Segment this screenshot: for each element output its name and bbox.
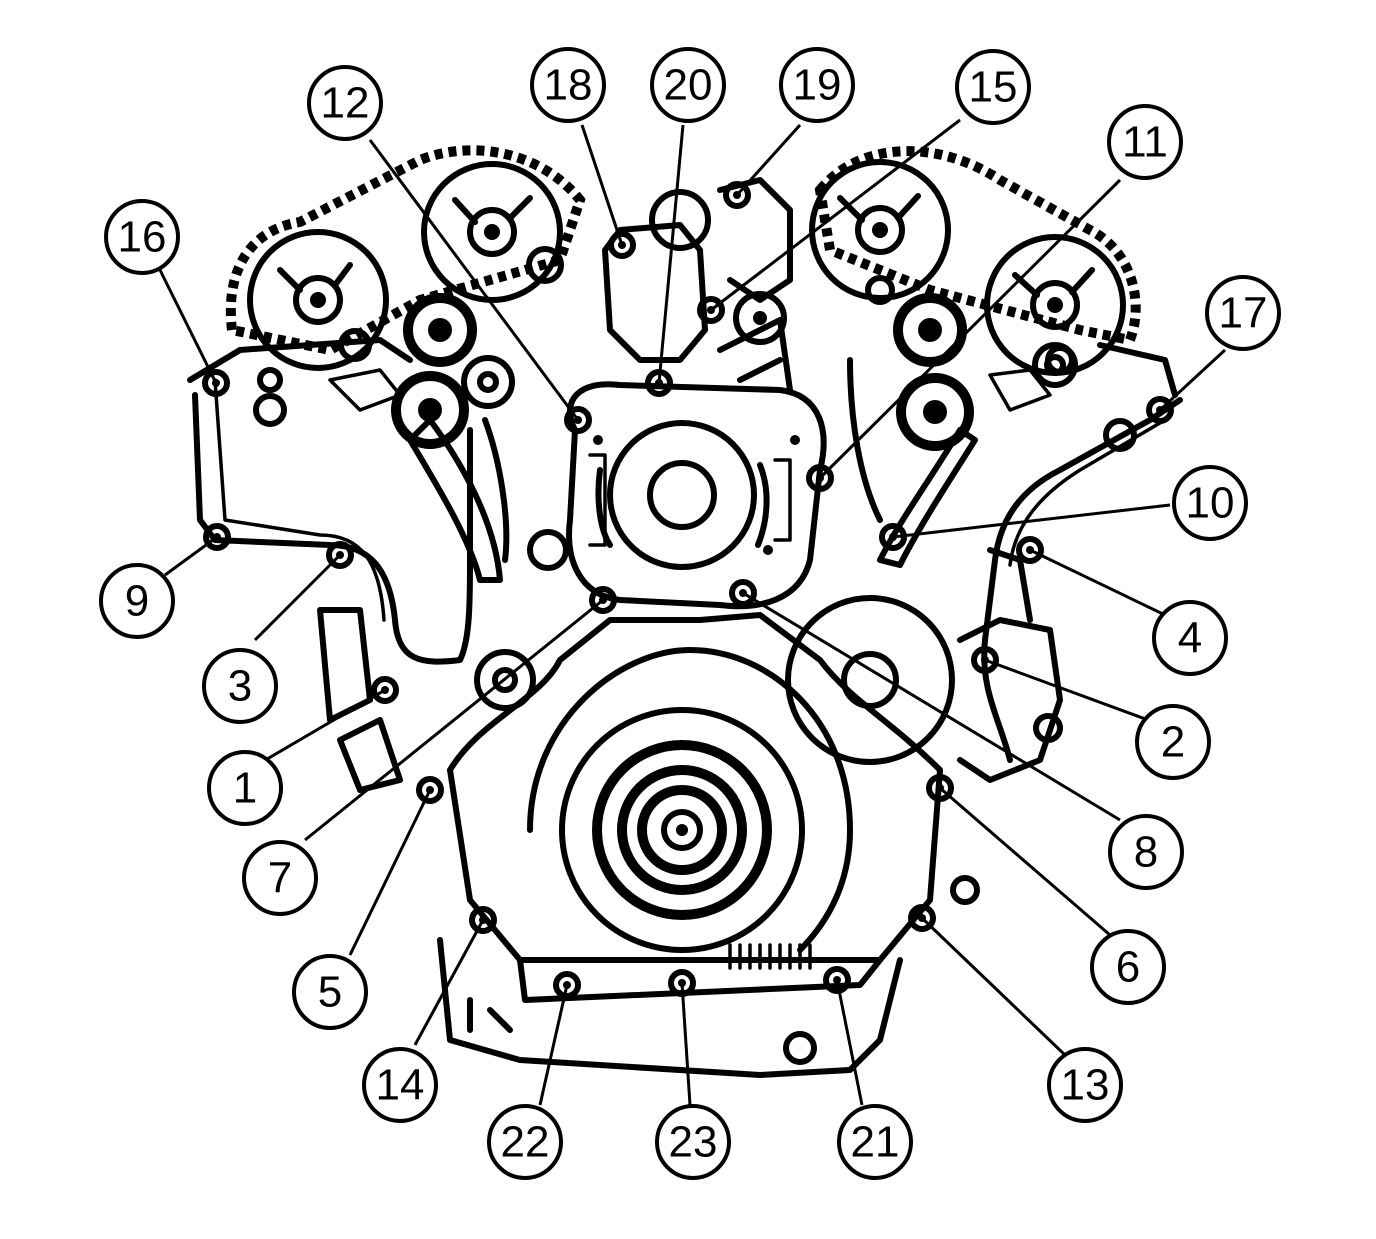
right-idler-lower [896,373,974,451]
right-cam-sprocket-inner [809,159,951,301]
callout-2-label: 2 [1161,718,1185,767]
callouts: 1 2 3 4 5 6 7 8 [99,47,1281,1180]
callout-17-label: 17 [1219,289,1268,338]
callout-21-label: 21 [851,1118,900,1167]
callout-8-label: 8 [1134,828,1158,877]
callout-10: 10 [1172,465,1248,541]
right-cam-sprocket-outer [984,234,1126,376]
callout-15-label: 15 [969,63,1018,112]
right-lower-pulley [785,595,955,765]
callout-5: 5 [292,954,368,1030]
callout-12: 12 [307,65,383,141]
callout-7: 7 [242,840,318,916]
callout-20: 20 [650,47,726,123]
oil-pan-rail [437,937,903,1078]
callout-7-label: 7 [268,854,292,903]
bolt-heads [202,181,1174,999]
right-idler-upper [893,293,967,367]
callout-23: 23 [655,1104,731,1180]
callout-1: 1 [207,750,283,826]
callout-5-label: 5 [318,968,342,1017]
right-front-cover-outline [981,397,1183,763]
callout-18-label: 18 [544,61,593,110]
callout-16: 16 [104,199,180,275]
callout-16-label: 16 [118,213,167,262]
callout-23-label: 23 [669,1118,718,1167]
callout-1-label: 1 [233,764,257,813]
callout-18: 18 [530,47,606,123]
leader-lines [158,118,1227,1106]
callout-13-label: 13 [1061,1061,1110,1110]
callout-9: 9 [99,563,175,639]
callout-19: 19 [779,47,855,123]
callout-4-label: 4 [1178,614,1202,663]
crankshaft-seal-area [447,612,943,963]
left-timing-chain [225,145,586,356]
left-chain-guide [407,417,503,583]
callout-14: 14 [362,1047,438,1123]
callout-11: 11 [1107,104,1183,180]
callout-6: 6 [1090,929,1166,1005]
callout-8: 8 [1108,814,1184,890]
left-cam-sprocket-inner [421,161,563,303]
callout-3-label: 3 [228,662,252,711]
callout-11-label: 11 [1122,118,1168,167]
callout-22: 22 [487,1104,563,1180]
callout-14-label: 14 [376,1061,425,1110]
callout-22-label: 22 [501,1118,550,1167]
water-pump [566,381,827,610]
callout-10-label: 10 [1186,479,1235,528]
left-idler-lower [391,371,469,449]
right-timing-chain [814,146,1141,346]
callout-21: 21 [837,1104,913,1180]
callout-17: 17 [1205,275,1281,351]
left-cam-sprocket-outer [247,229,389,371]
callout-4: 4 [1152,600,1228,676]
callout-12-label: 12 [321,79,370,128]
callout-3: 3 [202,648,278,724]
callout-13: 13 [1047,1047,1123,1123]
left-idler-upper [403,293,477,367]
callout-2: 2 [1135,704,1211,780]
callout-6-label: 6 [1116,943,1140,992]
oil-pan-ribs [728,943,812,970]
callout-20-label: 20 [664,61,713,110]
callout-19-label: 19 [793,61,842,110]
callout-15: 15 [955,49,1031,125]
engine-outline [187,145,1183,1078]
callout-9-label: 9 [125,577,149,626]
right-chain-guide [877,427,978,568]
left-front-cover-outline [192,392,473,665]
